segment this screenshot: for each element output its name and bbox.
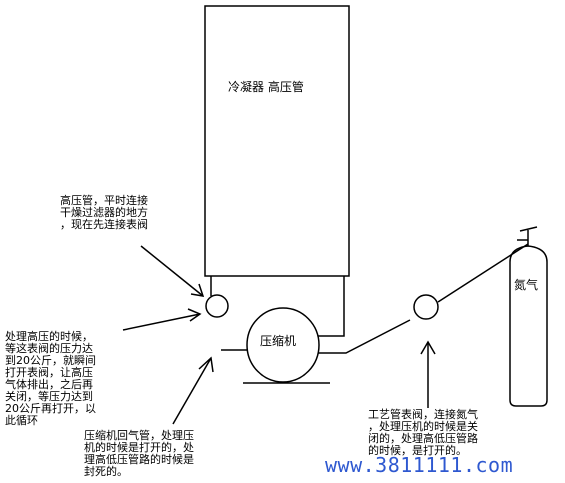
condenser-label: 冷凝器 高压管	[228, 80, 304, 94]
process-note: 处理高压的时候， 等这表阀的压力达 到20公斤，就瞬间 打开表阀，让高压 气体排…	[5, 330, 96, 427]
nitrogen-label: 氮气	[514, 278, 539, 292]
return-pipe-note: 压缩机回气管，处理压 机的时候是打开的，处 理高低压管路的时候是 封死的。	[84, 429, 194, 478]
process-pipe-note: 工艺管表阀，连接氮气 ，处理压机的时候是关 闭的，处理高低压管路 的时候，是打开…	[368, 408, 478, 457]
arrow-process-pipe	[420, 340, 436, 408]
cylinder-valve-handle	[519, 226, 538, 232]
process-valve	[413, 294, 439, 320]
high-pressure-valve	[205, 294, 229, 318]
arrow-return-pipe	[172, 356, 214, 425]
arrow-high-pressure	[140, 245, 205, 297]
condenser-box	[204, 5, 350, 277]
nitrogen-cylinder	[509, 245, 548, 407]
compressor-label: 压缩机	[260, 334, 297, 348]
condenser-to-compressor-pipe	[318, 276, 345, 337]
arrow-process-note	[122, 308, 202, 331]
nitrogen-hose	[437, 243, 529, 303]
site-watermark: www.3811111.com	[325, 453, 514, 477]
compressor-body	[246, 307, 320, 383]
process-pipe	[318, 319, 411, 354]
high-pressure-note: 高压管，平时连接 干燥过滤器的地方 ，现在先连接表阀	[60, 194, 148, 231]
